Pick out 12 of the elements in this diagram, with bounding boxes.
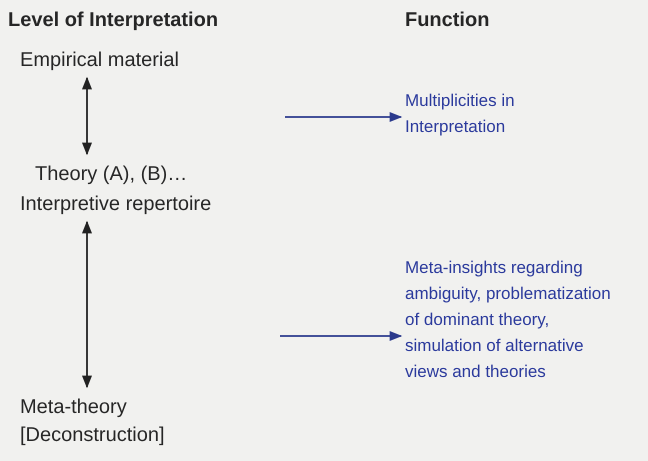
level-text: Interpretive repertoire: [20, 192, 212, 217]
level-text: Theory (A), (B)…: [35, 162, 188, 187]
arrow: [285, 112, 402, 122]
level-text: Meta-theory [Deconstruction]: [20, 395, 166, 448]
arrow: [82, 220, 92, 388]
level-text: Empirical material: [20, 48, 180, 73]
column-heading: Level of Interpretation: [8, 8, 218, 33]
arrow: [82, 76, 92, 156]
arrow: [280, 330, 402, 342]
column-heading: Function: [405, 8, 490, 33]
function-text: Multiplicities in Interpretation: [405, 90, 516, 138]
function-text: Meta-insights regarding ambiguity, problematization of dominant theory, simulation of alternative views and theories: [405, 257, 612, 383]
